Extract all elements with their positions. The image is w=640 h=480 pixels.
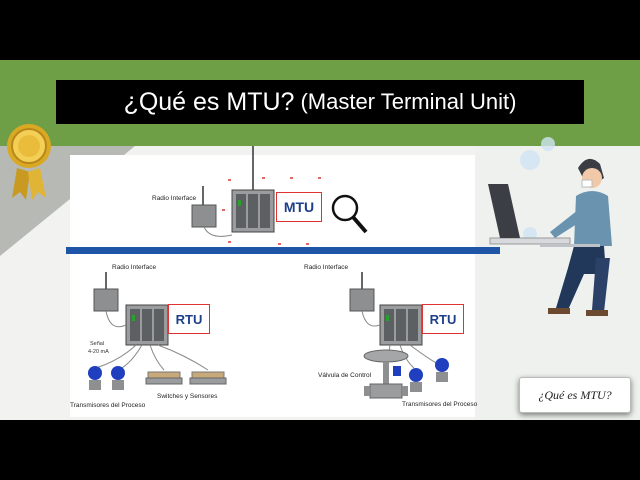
title-subtitle: (Master Terminal Unit) [300, 89, 517, 114]
rtu-left-radio-label: Radio Interface [112, 264, 157, 271]
rtu-right-radio-label: Radio Interface [304, 264, 349, 271]
signal-label: Señal [90, 341, 105, 347]
network-drawing [88, 137, 612, 399]
valve-label: Válvula de Control [318, 372, 372, 379]
title-main: ¿Qué es MTU? [123, 87, 295, 116]
rtu-left-transmitters-label: Transmisores del Proceso [70, 402, 146, 409]
rtu-right-unit: RTU [422, 304, 464, 334]
rtu-right-transmitters-label: Transmisores del Proceso [402, 401, 478, 408]
signal-range-label: 4-20 mA [88, 349, 109, 355]
callout-text: ¿Qué es MTU? [538, 387, 612, 402]
slide: ¿Qué es MTU? (Master Terminal Unit) [0, 60, 640, 420]
person-laptop-icon [488, 137, 612, 316]
magnifier-icon [331, 194, 368, 234]
switches-label: Switches y Sensores [157, 393, 218, 400]
communication-bus [66, 247, 500, 254]
title-banner: ¿Qué es MTU? (Master Terminal Unit) [56, 80, 584, 124]
callout-badge: ¿Qué es MTU? [519, 377, 631, 413]
rtu-left-unit: RTU [168, 304, 210, 334]
mtu-unit: MTU [276, 192, 322, 222]
mtu-radio-label: Radio Interface [152, 195, 197, 202]
